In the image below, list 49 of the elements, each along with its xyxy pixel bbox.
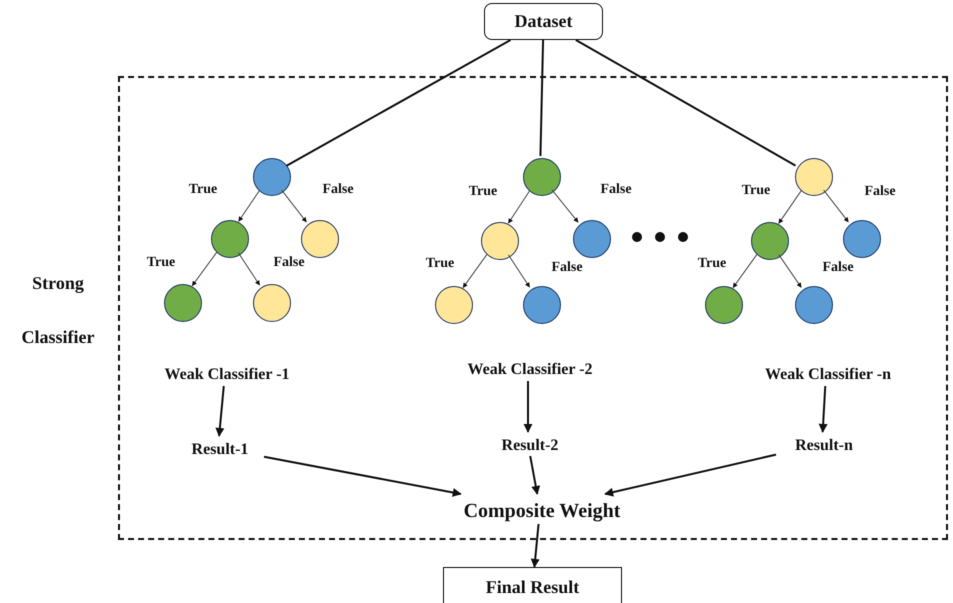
input-box [484, 3, 603, 40]
tree-node-circle [253, 158, 291, 196]
tree-node-circle [164, 284, 202, 322]
tree-node-circle [435, 286, 473, 324]
arrow [238, 190, 260, 222]
arrow [604, 454, 776, 497]
tree-node-circle [751, 222, 789, 260]
tree-node-circle [795, 286, 833, 324]
arrow [192, 252, 218, 286]
process-label: Weak Classifier -1 [142, 362, 312, 388]
connector-line [286, 39, 512, 167]
tree-node-circle [843, 220, 881, 258]
arrow [462, 254, 488, 288]
arrow [732, 254, 758, 288]
connector-line [575, 39, 796, 166]
arrow [524, 381, 532, 433]
tree-node-circle [301, 220, 339, 258]
arrow [778, 254, 802, 288]
arrow [551, 189, 579, 223]
tree-node-circle [705, 286, 743, 324]
process-label: Weak Classifier -n [740, 362, 916, 388]
arrow [530, 524, 540, 568]
tree-node-circle [253, 284, 291, 322]
tree-node-circle [795, 158, 833, 196]
tree-node-circle [481, 222, 519, 260]
arrow [823, 190, 849, 222]
output-box [443, 567, 622, 603]
combiner-label: Composite Weight [446, 496, 638, 526]
process-label: Result-1 [174, 438, 266, 462]
process-label: Result-2 [484, 434, 576, 458]
box-label: Dataset [514, 11, 572, 32]
arrow [281, 190, 307, 222]
tree-node-circle [573, 220, 611, 258]
arrow [215, 386, 225, 437]
tree-node-circle [523, 158, 561, 196]
connector-line [539, 40, 544, 156]
arrow [529, 456, 540, 495]
process-label: Result-n [778, 434, 870, 458]
tree-node-circle [211, 220, 249, 258]
tree-node-circle [523, 286, 561, 324]
arrow [778, 190, 802, 224]
group-title: Strong Classifier [20, 272, 96, 349]
arrow [238, 252, 260, 286]
arrow [264, 456, 462, 497]
arrow [508, 190, 530, 224]
arrow [508, 254, 530, 288]
process-label: Weak Classifier -2 [442, 357, 618, 383]
box-label: Final Result [486, 576, 580, 598]
arrow [818, 386, 828, 433]
